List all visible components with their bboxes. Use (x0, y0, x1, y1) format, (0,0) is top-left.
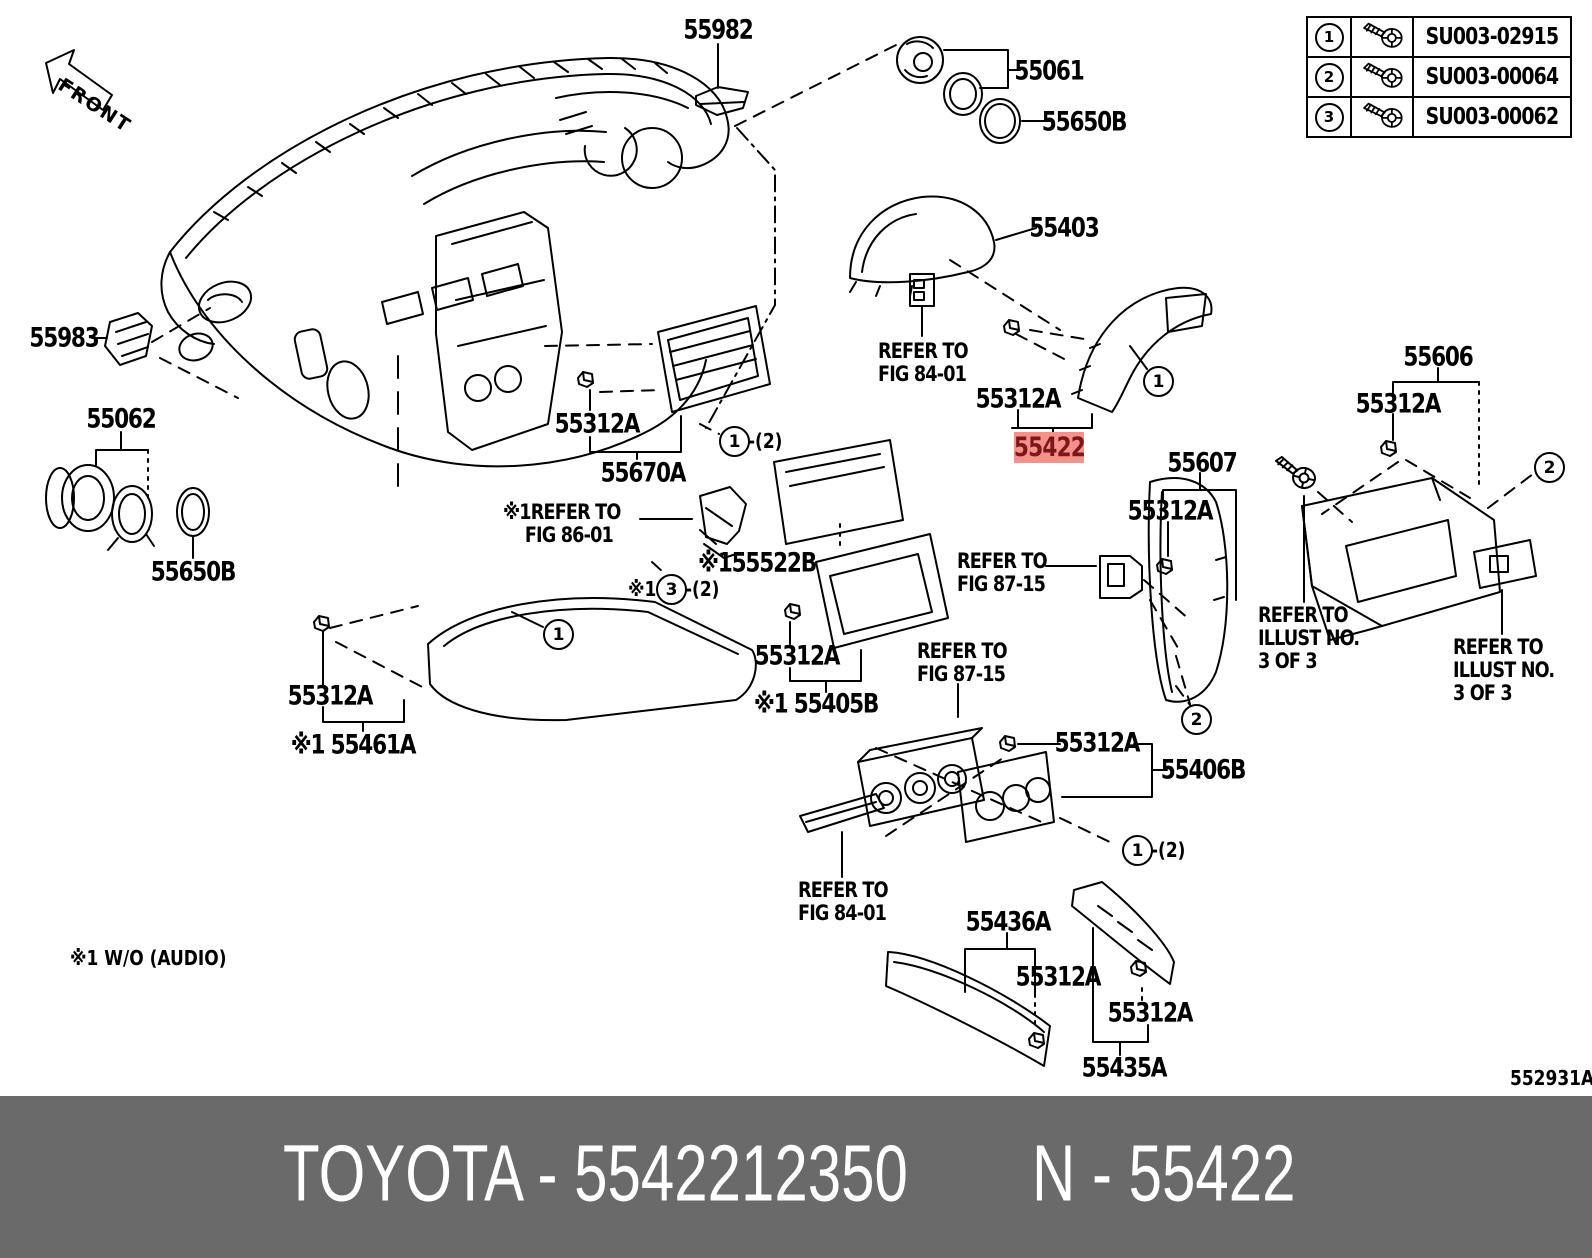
fastener-legend-table: 1 SU003-02915 2 SU003-00064 3 SU003-0006… (1306, 16, 1572, 138)
screw-icon (1363, 102, 1403, 128)
part-label-55312a-1[interactable]: 55312A (554, 408, 641, 440)
part-label-55406b[interactable]: 55406B (1160, 754, 1247, 786)
part-label-55670a[interactable]: 55670A (600, 457, 687, 489)
part-label-55312a-4[interactable]: 55312A (1127, 495, 1214, 527)
legend-row: 2 SU003-00064 (1308, 56, 1570, 96)
footer-part-number: TOYOTA - 5542212350 (283, 1128, 908, 1218)
side-register-drawing (734, 36, 1053, 144)
callout-1-qty2: 1 -(2) (719, 426, 782, 457)
circled-number-3: 3 (1314, 102, 1344, 132)
radio-bezel-drawing (784, 533, 959, 718)
screw-icon (1363, 22, 1403, 48)
part-label-55650b-top[interactable]: 55650B (1041, 106, 1128, 138)
part-label-55461a[interactable]: ※1 55461A (290, 729, 417, 761)
callout-1-meterhood: 1 (1143, 366, 1174, 397)
audio-footnote: ※1 W/O (AUDIO) (70, 946, 227, 970)
part-label-55061[interactable]: 55061 (1014, 55, 1084, 87)
footer-bar: TOYOTA - 5542212350 N - 55422 (0, 1096, 1592, 1258)
left-register-drawing (45, 307, 239, 559)
highlighted-part-label-55422[interactable]: 55422 (1013, 432, 1085, 463)
part-label-55312a-7[interactable]: 55312A (1015, 961, 1102, 993)
center-register-drawing (544, 305, 771, 460)
part-label-55982[interactable]: 55982 (683, 14, 753, 46)
part-label-55650b-left[interactable]: 55650B (150, 556, 237, 588)
part-label-55312a-2[interactable]: 55312A (287, 680, 374, 712)
part-label-55606[interactable]: 55606 (1403, 341, 1473, 373)
part-label-55983[interactable]: 55983 (29, 322, 99, 354)
part-label-55522b[interactable]: ※155522B (697, 547, 817, 579)
part-label-55312a-5[interactable]: 55312A (754, 640, 841, 672)
part-label-55405b[interactable]: ※1 55405B (753, 688, 880, 720)
circled-number-1: 1 (1314, 22, 1344, 52)
side-panel-drawing (1045, 472, 1237, 705)
part-label-55312a-8[interactable]: 55312A (1107, 997, 1194, 1029)
meter-hood-drawing (949, 259, 1213, 433)
footer-figure-number: N - 55422 (1032, 1128, 1296, 1218)
part-label-55607[interactable]: 55607 (1167, 447, 1237, 479)
legend-part-number[interactable]: SU003-02915 (1425, 24, 1560, 50)
legend-part-number[interactable]: SU003-00064 (1425, 64, 1560, 90)
part-label-55312a-3[interactable]: 55312A (975, 383, 1062, 415)
cluster-finish-upper-drawing (849, 195, 1037, 337)
legend-part-number[interactable]: SU003-00062 (1425, 104, 1560, 130)
screw-icon (1363, 62, 1403, 88)
heater-control-drawing (799, 685, 1191, 878)
figure-reference-code: 552931A (1510, 1066, 1592, 1090)
callout-2-sidepanel: 2 (1181, 704, 1212, 735)
lower-trim-drawing (885, 881, 1175, 1067)
callout-2-glovecompartment: 2 (1534, 452, 1565, 483)
glove-compartment-drawing (1270, 367, 1537, 641)
defroster-nozzle-drawing (695, 43, 749, 116)
front-arrow-icon (45, 49, 113, 111)
part-label-55312a-9[interactable]: 55312A (1355, 388, 1442, 420)
bracket-and-display-drawing (639, 439, 904, 573)
instrument-panel-drawing (160, 56, 776, 499)
part-label-55403[interactable]: 55403 (1029, 212, 1099, 244)
diagram-line-art (45, 36, 1537, 1067)
legend-row: 3 SU003-00062 (1308, 96, 1570, 136)
glove-box-door-drawing (313, 597, 757, 732)
part-label-55435a[interactable]: 55435A (1081, 1052, 1168, 1084)
part-label-55062[interactable]: 55062 (86, 403, 156, 435)
part-label-55436a[interactable]: 55436A (965, 906, 1052, 938)
legend-row: 1 SU003-02915 (1308, 18, 1570, 56)
callout-1-qty2-heater: 1 -(2) (1122, 835, 1185, 866)
part-label-55312a-6[interactable]: 55312A (1054, 727, 1141, 759)
circled-number-2: 2 (1314, 62, 1344, 92)
callout-3-qty2: ※1 3 -(2) (628, 574, 719, 605)
callout-1-glovebox: 1 (543, 619, 574, 650)
